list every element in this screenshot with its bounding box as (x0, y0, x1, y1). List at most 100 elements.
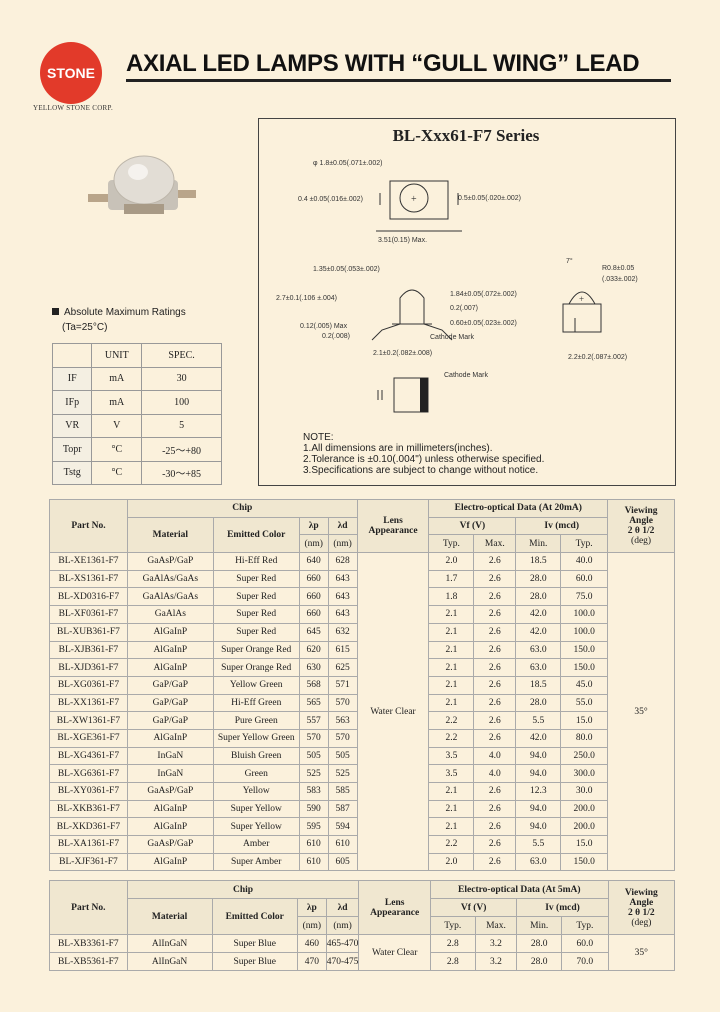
material-header: Material (126, 898, 213, 935)
material-cell: AlGaInP (126, 799, 214, 819)
emitted-color-cell: Super Red (212, 587, 300, 607)
dim-label: 7° (566, 258, 573, 265)
emitted-color-cell: Super Orange Red (212, 658, 300, 677)
iv-typ-cell: 15.0 (560, 711, 609, 730)
abs-max-heading: Absolute Maximum Ratings (52, 307, 186, 318)
logo-subtext: YELLOW STONE CORP. (32, 104, 113, 112)
vf-typ-cell: 2.1 (428, 799, 475, 819)
iv-min-cell: 28.0 (516, 934, 563, 953)
dimension-drawing-panel (258, 118, 676, 486)
material-cell: GaP/GaP (126, 675, 214, 695)
viewing-label: Viewing (624, 506, 658, 517)
iv-typ-cell: 60.0 (561, 934, 609, 953)
part-no-cell: BL-XB3361-F7 (49, 934, 128, 953)
logo-text: STONE (47, 65, 95, 81)
iv-typ-cell: 70.0 (561, 952, 609, 971)
vf-max-cell: 2.6 (473, 605, 517, 624)
unit-cell: V (91, 413, 143, 438)
part-no-cell: BL-XJB361-F7 (49, 640, 128, 660)
part-no-cell: BL-XKB361-F7 (49, 799, 128, 819)
lambda-p-cell: 620 (298, 640, 329, 660)
header-cell: UNIT (91, 343, 143, 368)
lambda-p-cell: 630 (298, 658, 329, 677)
lambda-p-cell: 460 (296, 934, 327, 953)
lambda-d-cell: 563 (327, 711, 358, 730)
emitted-color-cell: Super Blue (211, 952, 298, 971)
iv-min-cell: 94.0 (515, 764, 562, 783)
vf-max-cell: 2.6 (473, 658, 517, 677)
part-no-cell: BL-XX1361-F7 (49, 693, 128, 713)
part-no-header: Part No. (49, 498, 128, 554)
emitted-color-cell: Hi-Eff Green (212, 693, 300, 713)
vf-header: Vf (V) (429, 898, 518, 917)
part-no-cell: BL-XUB361-F7 (49, 622, 128, 642)
part-no-cell: BL-XY0361-F7 (49, 782, 128, 801)
lambda-p-cell: 505 (298, 746, 329, 766)
param-cell: VR (51, 413, 93, 438)
lambda-p-cell: 660 (298, 587, 329, 607)
lambda-d-cell: 570 (327, 693, 358, 713)
unit-cell: mA (91, 390, 143, 415)
emitted-color-cell: Super Yellow (212, 817, 300, 837)
viewing-angle-cell: 35° (607, 934, 676, 971)
vf-typ-cell: 2.0 (428, 552, 475, 571)
vf-max-cell: 2.6 (473, 622, 517, 642)
eo-header: Electro-optical Data (At 5mA) (429, 880, 609, 899)
iv-min-cell: 63.0 (515, 640, 562, 660)
vf-typ-cell: 3.5 (428, 764, 475, 783)
header-cell (51, 343, 93, 368)
note-line: 3.Specifications are subject to change w… (303, 465, 539, 476)
iv-min-cell: 42.0 (515, 728, 562, 748)
iv-min-cell: 5.5 (515, 711, 562, 730)
eo-header: Electro-optical Data (At 20mA) (428, 499, 609, 518)
part-no-cell: BL-XB5361-F7 (49, 952, 128, 971)
lambda-d-cell: 570 (327, 728, 358, 748)
emitted-color-cell: Super Red (212, 622, 300, 642)
dim-label: 0.4 ±0.05(.016±.002) (298, 196, 363, 203)
vf-typ-cell: 2.1 (428, 622, 475, 642)
cathode-mark-drawing (377, 377, 429, 413)
lambda-d-header: λd (327, 516, 358, 536)
deg-label: (deg) (631, 917, 652, 928)
vf-max-cell: 2.6 (473, 675, 517, 695)
lambda-p-cell: 590 (298, 799, 329, 819)
emitted-color-cell: Yellow Green (212, 675, 300, 695)
dim-label: 0.60±0.05(.023±.002) (450, 320, 517, 327)
emitted-color-cell: Hi-Eff Red (212, 552, 300, 571)
viewing-label: Viewing (624, 887, 658, 898)
lens-label: Lens (383, 516, 403, 527)
nm-unit: (nm) (298, 534, 329, 554)
iv-typ-cell: 80.0 (560, 728, 609, 748)
iv-min-cell: 94.0 (515, 799, 562, 819)
material-cell: GaAsP/GaP (126, 552, 214, 571)
dim-label: 0.2(.008) (322, 333, 351, 340)
material-cell: GaP/GaP (126, 711, 214, 730)
chip-header: Chip (126, 499, 358, 518)
material-cell: GaAlAs (126, 605, 214, 624)
vf-max-cell: 2.6 (473, 587, 517, 607)
vf-max-cell: 2.6 (473, 817, 517, 837)
vf-max-cell: 4.0 (473, 764, 517, 783)
param-cell: IFp (51, 390, 93, 415)
vf-max-cell: 2.6 (473, 693, 517, 713)
lambda-d-cell: 643 (327, 569, 358, 589)
lambda-p-cell: 645 (298, 622, 329, 642)
emitted-color-cell: Bluish Green (212, 746, 300, 766)
part-no-cell: BL-XE1361-F7 (49, 552, 128, 571)
spec-cell: -30～+85 (141, 460, 222, 485)
lambda-p-cell: 557 (298, 711, 329, 730)
lens-appearance-cell: Water Clear (356, 552, 430, 872)
emitted-color-cell: Super Yellow (212, 799, 300, 819)
lambda-d-cell: 605 (327, 852, 358, 872)
vf-max-cell: 3.2 (474, 934, 518, 953)
top-view-drawing: + (376, 180, 462, 232)
unit-cell: °C (91, 460, 143, 485)
vf-max-cell: 2.6 (473, 711, 517, 730)
vf-typ-cell: 2.1 (428, 675, 475, 695)
lambda-d-cell: 470-475 (325, 952, 360, 971)
spec-cell: -25～+80 (141, 437, 222, 462)
